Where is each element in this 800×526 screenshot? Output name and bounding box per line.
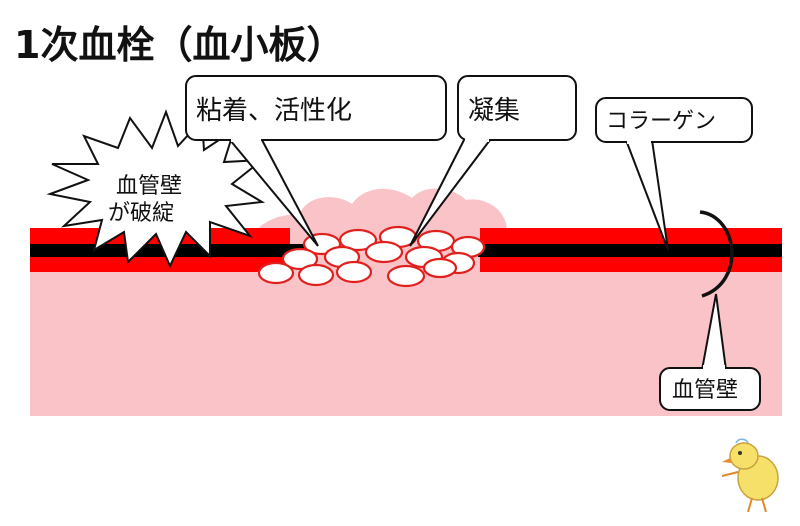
callout-adhesion: 粘着、活性化 [185, 75, 447, 247]
platelet [422, 257, 458, 279]
platelet [364, 240, 404, 264]
vessel-wall-bracket [699, 210, 734, 298]
callout-collagen-pointer [625, 139, 669, 251]
platelet-cluster [257, 225, 486, 288]
callout-adhesion-box [185, 75, 447, 141]
callout-aggregation: 凝集 [409, 75, 577, 247]
platelet [281, 247, 319, 271]
callout-vessel-wall-pointer [701, 293, 727, 371]
callout-adhesion-joint [231, 136, 261, 142]
callout-aggregation-joint [465, 136, 489, 142]
callout-vessel-wall: 血管壁 [659, 293, 761, 411]
platelet [386, 264, 426, 288]
chick-illustration [708, 434, 798, 524]
callout-aggregation-box [457, 75, 577, 141]
platelet [335, 260, 373, 284]
callout-collagen: コラーゲン [595, 97, 753, 251]
callout-adhesion-pointer [229, 139, 319, 247]
callout-vessel-wall-joint [703, 365, 725, 371]
callout-vessel-wall-text: 血管壁 [672, 378, 738, 403]
callout-collagen-joint [627, 138, 651, 144]
platelet [338, 228, 378, 252]
callout-aggregation-text: 凝集 [468, 96, 520, 126]
diagram-title: 1次血栓（血小板） [14, 23, 344, 67]
platelet [257, 261, 295, 285]
callout-adhesion-text: 粘着、活性化 [196, 96, 352, 126]
collagen-right [478, 244, 782, 257]
burst-label-line1: 血管壁 [116, 174, 182, 199]
callout-collagen-text: コラーゲン [606, 109, 716, 134]
platelet [297, 263, 335, 287]
callout-collagen-box [595, 97, 753, 143]
burst-label-line2: が破綻 [108, 201, 174, 226]
callout-aggregation-pointer [409, 139, 491, 247]
